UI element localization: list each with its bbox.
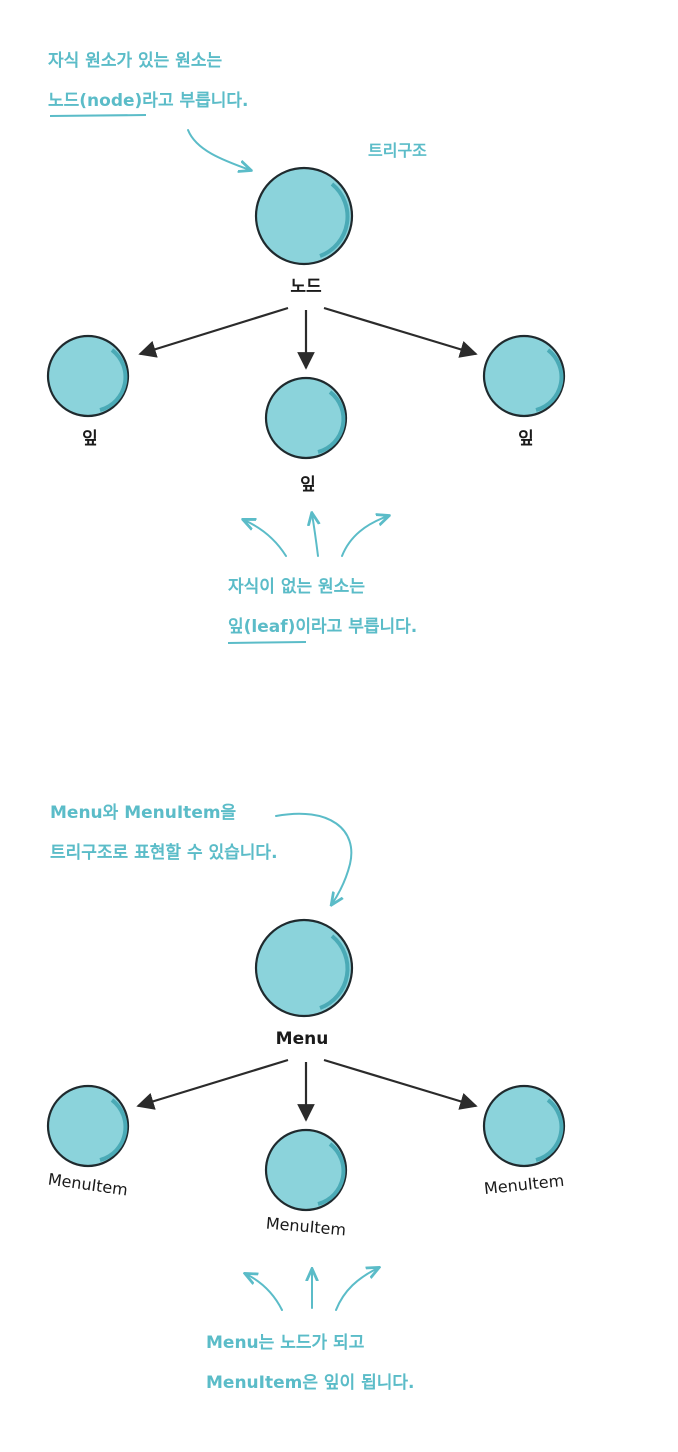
menu-root-node bbox=[254, 918, 354, 1018]
menu-root-label: Menu bbox=[276, 1029, 329, 1049]
tree-title: 트리구조 bbox=[368, 141, 427, 160]
leaf-node-left bbox=[46, 334, 130, 418]
note-top-line2: 노드(node)라고 부릅니다. bbox=[48, 91, 249, 111]
leaf-right-label: 잎 bbox=[518, 428, 534, 449]
note2-top-line2: 트리구조로 표현할 수 있습니다. bbox=[50, 843, 278, 863]
edge2-left bbox=[136, 1058, 289, 1110]
root-label: 노드 bbox=[290, 277, 322, 297]
note-bottom-line2: 잎(leaf)이라고 부릅니다. bbox=[228, 616, 417, 637]
underline-leaf bbox=[227, 641, 307, 644]
pointer-arrow-to-root bbox=[187, 129, 250, 170]
menuitem-left-label: MenuItem bbox=[47, 1169, 129, 1199]
note2-top-line1: Menu와 MenuItem을 bbox=[50, 803, 237, 823]
diagram-node-leaf: 자식 원소가 있는 원소는 노드(node)라고 부릅니다. 트리구조 노드 잎… bbox=[46, 51, 566, 644]
leaf-center-label: 잎 bbox=[300, 474, 316, 495]
menuitem-node-left bbox=[46, 1084, 130, 1168]
pointer-arrow-left bbox=[244, 520, 287, 557]
menuitem-center-label: MenuItem bbox=[265, 1214, 347, 1240]
pointer2-arrow-right bbox=[335, 1268, 378, 1311]
menuitem-node-center bbox=[264, 1128, 348, 1212]
edge2-right bbox=[323, 1058, 478, 1110]
note-bottom-line1: 자식이 없는 원소는 bbox=[228, 577, 365, 597]
pointer-arrow-to-menu bbox=[275, 812, 353, 904]
leaf-node-center bbox=[264, 376, 348, 460]
underline-node bbox=[49, 114, 147, 117]
pointer-arrow-right bbox=[341, 516, 388, 557]
edge-right bbox=[323, 306, 478, 358]
leaf-node-right bbox=[482, 334, 566, 418]
edge-left bbox=[138, 306, 289, 358]
note2-bottom-line1: Menu는 노드가 되고 bbox=[206, 1333, 365, 1353]
diagram-menu-menuitem: Menu와 MenuItem을 트리구조로 표현할 수 있습니다. Menu M… bbox=[46, 803, 566, 1393]
note2-bottom-line2: MenuItem은 잎이 됩니다. bbox=[206, 1372, 414, 1393]
leaf-left-label: 잎 bbox=[82, 428, 98, 449]
menuitem-right-label: MenuItem bbox=[483, 1171, 565, 1198]
pointer2-arrow-left bbox=[246, 1274, 283, 1311]
note-top-line1: 자식 원소가 있는 원소는 bbox=[48, 51, 223, 71]
menuitem-node-right bbox=[482, 1084, 566, 1168]
root-node bbox=[254, 166, 354, 266]
pointer-arrow-center bbox=[312, 514, 318, 557]
